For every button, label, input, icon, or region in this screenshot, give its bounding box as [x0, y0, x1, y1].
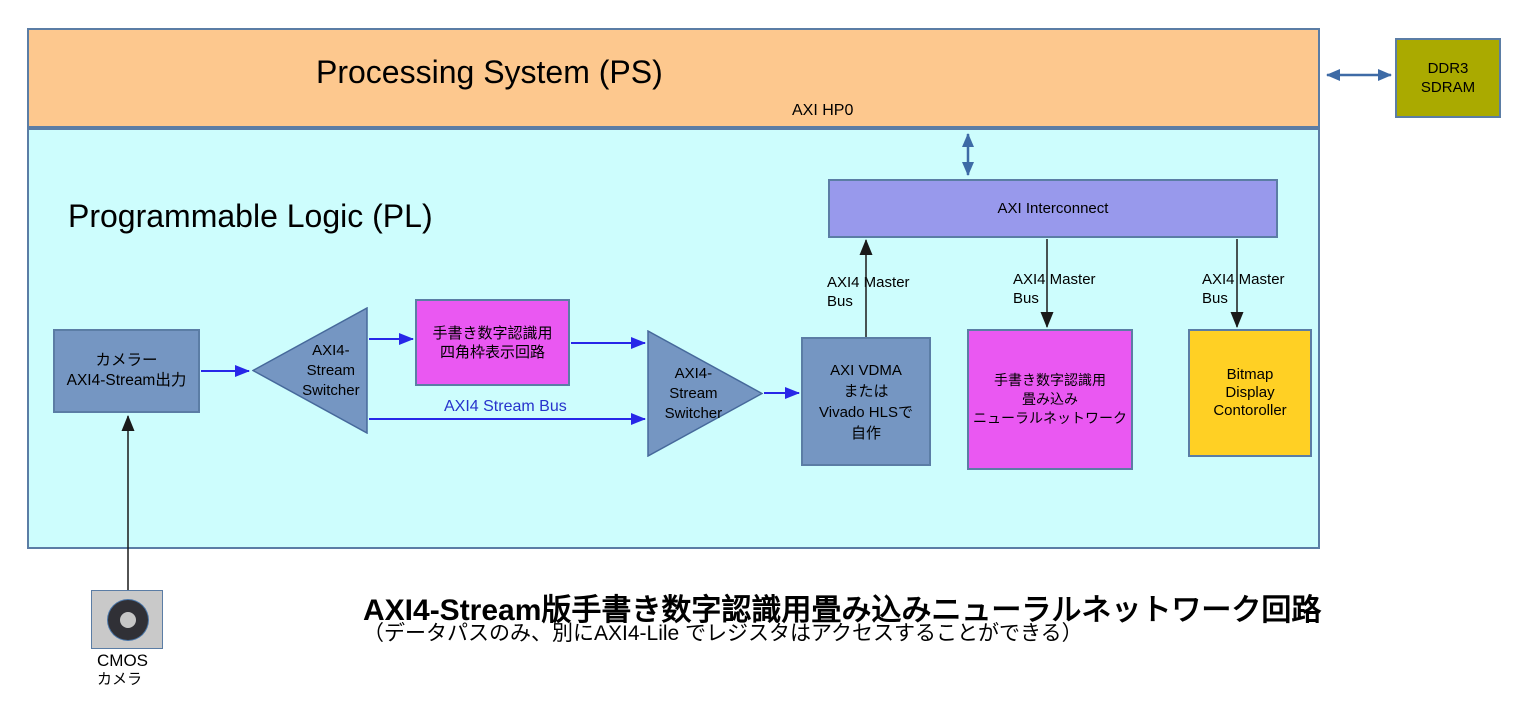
ps-region — [27, 28, 1320, 128]
pl-region-label: Programmable Logic (PL) — [68, 198, 433, 234]
stream-switcher-2: AXI4- Stream Switcher — [647, 330, 763, 457]
axi-hp0-label: AXI HP0 — [792, 102, 854, 119]
cmos-camera-label-en: CMOS — [97, 651, 148, 670]
vdma-block: AXI VDMA または Vivado HLSで 自作 — [801, 337, 931, 466]
diagram-title: AXI4-Stream版手書き数字認識用畳み込みニューラルネットワーク回路 — [363, 594, 1322, 627]
cnn-block: 手書き数字認識用 畳み込み ニューラルネットワーク — [967, 329, 1133, 470]
axi4-stream-bus-label: AXI4 Stream Bus — [444, 398, 567, 415]
stream-switcher-1: AXI4- Stream Switcher — [252, 307, 368, 434]
stream-switcher-2-label: AXI4- Stream Switcher — [664, 364, 723, 422]
camera-output-block: カメラー AXI4-Stream出力 — [53, 329, 200, 413]
axi4-master-bus-label-1: AXI4 Master Bus — [827, 274, 910, 310]
ps-region-label: Processing System (PS) — [316, 54, 663, 90]
bitmap-display-block: Bitmap Display Contoroller — [1188, 329, 1312, 457]
axi4-master-bus-label-3: AXI4 Master Bus — [1202, 271, 1285, 307]
rect-frame-display-block: 手書き数字認識用 四角枠表示回路 — [415, 299, 570, 386]
stream-switcher-1-label: AXI4- Stream Switcher — [302, 341, 360, 399]
cmos-camera-icon — [91, 590, 163, 649]
stream-switcher-1-shape — [252, 307, 368, 434]
stream-switcher-2-shape — [647, 330, 763, 457]
diagram-subtitle: （データパスのみ、別にAXI4-Lile でレジスタはアクセスすることができる） — [363, 622, 1083, 645]
cmos-camera-label-ja: カメラ — [97, 671, 143, 688]
ddr3-sdram-block: DDR3 SDRAM — [1395, 38, 1501, 118]
cmos-camera-label: CMOS カメラ — [97, 651, 148, 689]
axi-interconnect-block: AXI Interconnect — [828, 179, 1278, 238]
camera-lens-icon — [108, 600, 148, 640]
axi4-master-bus-label-2: AXI4 Master Bus — [1013, 271, 1096, 307]
